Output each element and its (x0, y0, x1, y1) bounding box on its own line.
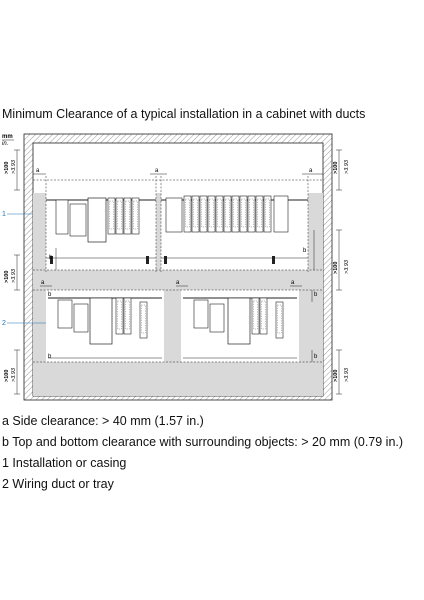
clearance-boundaries (33, 176, 323, 363)
dim-mm-label: >100 (333, 162, 339, 174)
dim-in-label: >3.93 (344, 159, 350, 174)
callout-duct: 2 (2, 320, 6, 327)
rack-upper-right (161, 195, 308, 264)
legend-top-bottom-clearance: b Top and bottom clearance with surround… (2, 435, 404, 449)
dim-in-label: >3.93 (344, 367, 350, 382)
dimension-markers-left (14, 149, 20, 395)
label-a: a (41, 280, 45, 286)
dim-mm-label: >100 (333, 262, 339, 274)
dim-in-label: >3.93 (344, 259, 350, 274)
label-a: a (176, 280, 180, 286)
dim-mm-label: >100 (4, 370, 10, 382)
unit-in-label: in. (2, 141, 8, 147)
diagram-title: Minimum Clearance of a typical installat… (2, 107, 366, 121)
label-b: b (314, 354, 318, 360)
rack-upper-left (46, 197, 156, 264)
rack-lower-left (48, 297, 162, 359)
legend-wiring-duct: 2 Wiring duct or tray (2, 477, 114, 491)
callout-installation: 1 (2, 211, 6, 218)
rack-lower-right (183, 297, 297, 359)
label-a: a (36, 168, 40, 174)
dim-mm-label: >100 (4, 271, 10, 283)
legend-side-clearance: a Side clearance: > 40 mm (1.57 in.) (2, 414, 204, 428)
label-a: a (291, 280, 295, 286)
dim-in-label: >3.93 (11, 367, 17, 382)
clearance-diagram: mm in. (2, 133, 350, 401)
dimension-markers-right (336, 149, 342, 395)
label-b: b (48, 354, 52, 360)
label-b: b (49, 255, 53, 261)
label-a: a (155, 168, 159, 174)
dim-mm-label: >100 (4, 162, 10, 174)
dim-mm-label: >100 (333, 370, 339, 382)
label-b: b (303, 248, 307, 254)
legend-installation: 1 Installation or casing (2, 456, 127, 470)
label-a: a (309, 168, 313, 174)
dim-in-label: >3.93 (11, 159, 17, 174)
label-b: b (48, 292, 52, 298)
side-clearance-markers (33, 173, 323, 287)
dim-in-label: >3.93 (11, 268, 17, 283)
top-bottom-clearance-markers (55, 230, 315, 362)
unit-mm-label: mm (2, 134, 13, 140)
label-b: b (314, 292, 318, 298)
